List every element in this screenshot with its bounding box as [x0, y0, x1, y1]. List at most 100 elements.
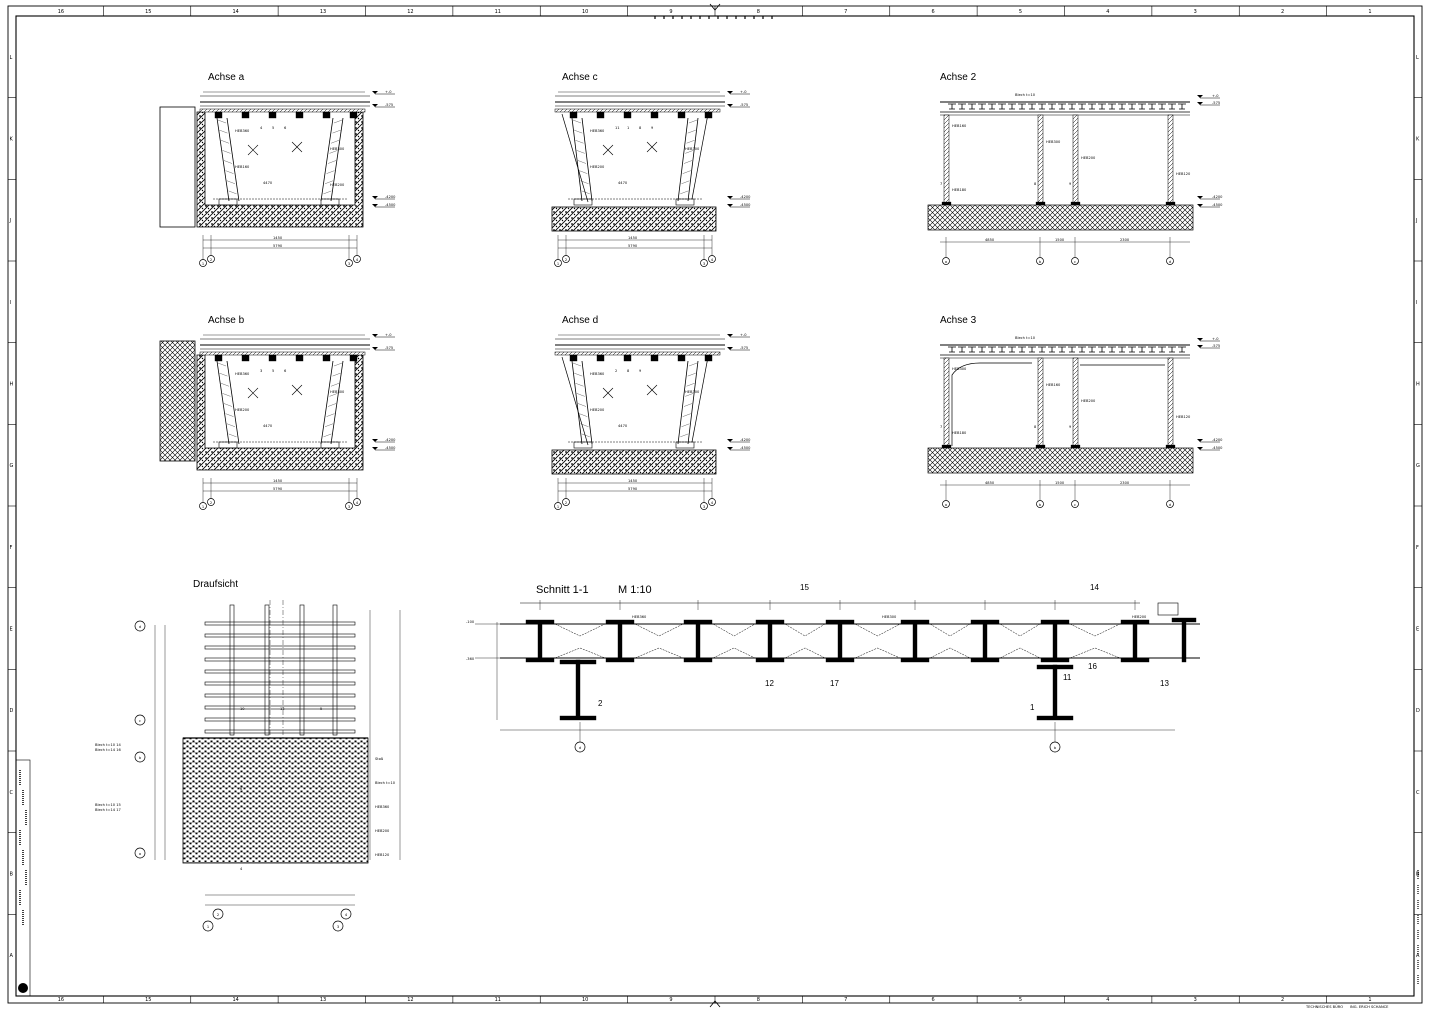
profile-label: HEB180 — [952, 431, 967, 435]
axis-marker — [562, 498, 570, 506]
grid-row-label-left: J — [9, 218, 11, 224]
deck-stringer — [1128, 103, 1136, 110]
diagonal-strut-right — [677, 117, 699, 202]
level-marker — [727, 439, 733, 442]
plan-note: Blech t=14 17 — [95, 808, 121, 812]
grid-column-label-top: 8 — [757, 9, 760, 15]
view-title-draufsicht: Draufsicht — [193, 579, 238, 590]
level-text: -4200 — [740, 195, 751, 199]
weld-line — [554, 623, 606, 637]
grid-row-label-right: K — [1416, 137, 1420, 143]
member-number: 9 — [639, 369, 642, 373]
axis-marker — [345, 259, 353, 267]
axis-marker — [199, 502, 207, 510]
axis-marker — [942, 500, 950, 508]
axis-marker-label: 2 — [565, 501, 567, 505]
view-scale-schnitt: M 1:10 — [618, 584, 652, 596]
member-number: 4 — [240, 867, 243, 871]
level-text: +-0 — [740, 333, 747, 337]
grid-column-label-bottom: 10 — [582, 997, 588, 1003]
axis-marker — [554, 502, 562, 510]
grid-row-label-right: G — [1416, 463, 1420, 469]
dimension-text: 5790 — [273, 244, 283, 248]
deck-stringer — [1018, 103, 1026, 110]
grid-row-label-right: H — [1416, 382, 1420, 388]
column — [1072, 357, 1079, 449]
axis-marker-label: b — [139, 756, 142, 760]
grid-row-label-right: L — [1416, 55, 1419, 61]
member-number: 13 — [280, 707, 285, 711]
deck-stringer — [1058, 103, 1066, 110]
grid-column-label-bottom: 12 — [407, 997, 413, 1003]
weld-line — [999, 647, 1041, 659]
member-number: 8 — [1034, 425, 1037, 429]
member-number: 3 — [260, 369, 262, 373]
level-text: -360 — [466, 657, 475, 661]
axis-marker — [1071, 500, 1079, 508]
position-number: 11 — [1063, 673, 1072, 682]
deck-stringer — [1108, 346, 1116, 353]
level-text: -4500 — [1212, 446, 1223, 450]
weld-line — [929, 623, 971, 637]
grid-column-label-bottom: 7 — [844, 997, 847, 1003]
deck-stringer — [1078, 346, 1086, 353]
profile-label: HEB300 — [685, 147, 700, 151]
axis-marker — [340, 908, 352, 920]
deck-stringer — [1158, 103, 1166, 110]
diagonal-strut-right — [320, 117, 344, 202]
grid-column-label-bottom: 1 — [1368, 997, 1371, 1003]
weld-line — [854, 647, 901, 659]
axis-marker — [134, 620, 146, 632]
level-text: -4200 — [385, 438, 396, 442]
grid-row-label-left: I — [10, 300, 11, 306]
level-text: -4200 — [1212, 438, 1223, 442]
level-text: +-0 — [740, 90, 747, 94]
deck-stringer — [1088, 346, 1096, 353]
level-text: -4500 — [1212, 203, 1223, 207]
grid-column-label-top: 2 — [1281, 9, 1284, 15]
axis-marker-label: 4 — [711, 501, 714, 505]
column — [943, 114, 950, 206]
dimension-text: 1500 — [1055, 238, 1065, 242]
column — [943, 357, 950, 449]
grid-column-label-bottom: 9 — [669, 997, 672, 1003]
grid-column-label-top: 9 — [669, 9, 672, 15]
deck-stringer — [1118, 103, 1126, 110]
grid-column-label-bottom: 3 — [1194, 997, 1197, 1003]
plan-note: Blech t=10 15 — [95, 803, 121, 807]
foundation-concrete — [551, 206, 717, 232]
profile-label: HEB200 — [590, 408, 605, 412]
axis-marker — [1036, 257, 1044, 265]
plan-note: Blech t=10 — [375, 781, 396, 785]
plan-beam — [204, 705, 356, 710]
grid-column-label-bottom: 15 — [145, 997, 151, 1003]
axis-marker — [353, 255, 361, 263]
view-title-achse-a: Achse a — [208, 72, 245, 83]
deck-stringer — [1118, 346, 1126, 353]
axis-marker-label: 2 — [210, 258, 212, 262]
ground-section — [927, 447, 1194, 474]
level-marker — [1197, 447, 1203, 450]
axis-marker-label: 1 — [557, 505, 559, 509]
dimension-text: 2300 — [1120, 238, 1130, 242]
grid-column-label-top: 12 — [407, 9, 413, 15]
member-number: 8 — [639, 126, 642, 130]
profile-label: HEB360 — [590, 129, 605, 133]
axis-marker — [1166, 257, 1174, 265]
weld-line — [1069, 623, 1121, 637]
level-text: +-0 — [1212, 94, 1219, 98]
grid-column-label-top: 4 — [1106, 9, 1109, 15]
view-title-achse-b: Achse b — [208, 315, 245, 326]
level-marker — [1197, 345, 1203, 348]
axis-marker-label: 1 — [202, 505, 204, 509]
position-number: 2 — [598, 699, 603, 708]
grid-column-label-bottom: 6 — [931, 997, 934, 1003]
grid-row-label-right: A — [1416, 953, 1420, 959]
dimension-text: 4470 — [618, 181, 628, 185]
profile-label: HEB300 — [330, 147, 345, 151]
deck-stringer — [988, 346, 996, 353]
profile-label: HEB360 — [235, 372, 250, 376]
plan-beam — [204, 717, 356, 722]
